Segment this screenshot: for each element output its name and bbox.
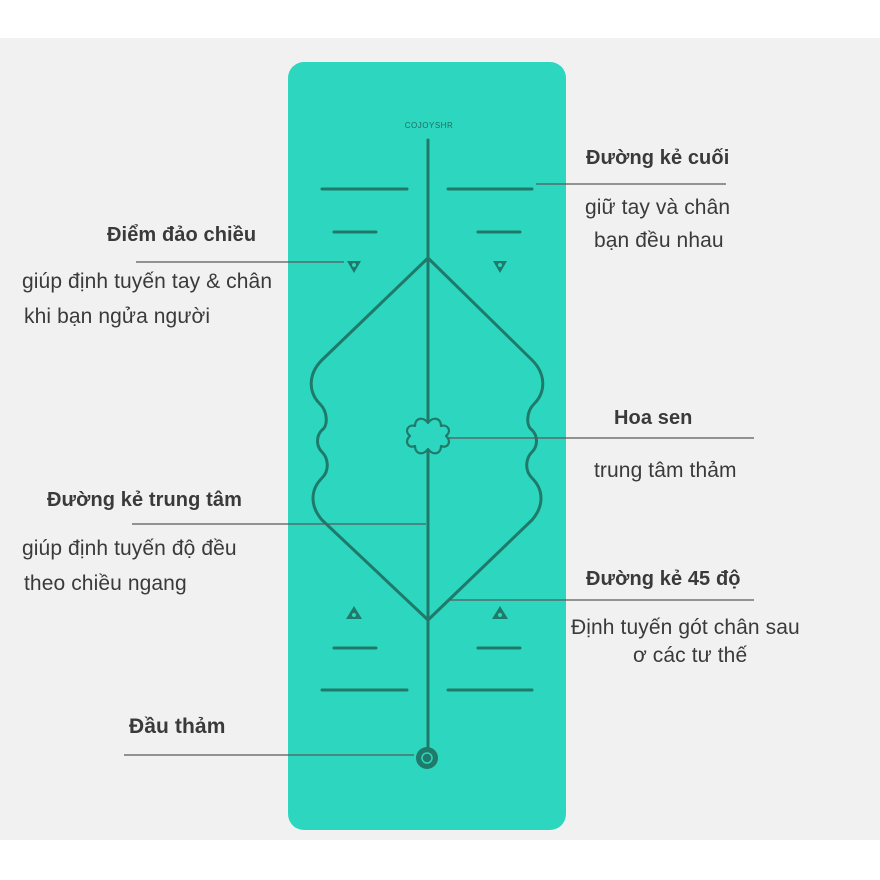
mat-head-title: Đầu thảm [129,715,226,738]
reverse-point-title: Điểm đảo chiều [107,224,257,246]
mat-head-logo [416,747,438,769]
line-45-desc-1: Định tuyến gót chân sau [571,616,800,639]
marker-hole [498,263,502,267]
alignment-diamond [309,256,545,622]
center-line-desc-2: theo chiều ngang [24,572,187,595]
end-line-desc-1: giữ tay và chân [585,196,731,219]
heel-marker-left [346,606,362,619]
mat-head-logo-inner [421,752,433,764]
lotus-title: Hoa sen [614,407,693,429]
heel-marker-right [492,606,508,619]
brand-logo: COJOYSHR [404,121,454,130]
reverse-point-desc-2: khi bạn ngửa người [24,305,211,328]
lotus-desc-1: trung tâm thảm [594,459,737,482]
line-45-desc-2: ơ các tư thế [633,644,748,667]
line-45-title: Đường kẻ 45 độ [586,568,741,590]
lotus-flower [406,417,450,455]
end-line-title: Đường kẻ cuối [586,147,730,169]
reverse-point-desc-1: giúp định tuyến tay & chân [22,270,273,293]
marker-hole [352,263,356,267]
center-line-desc-1: giúp định tuyến độ đều [22,537,237,560]
center-line-title: Đường kẻ trung tâm [47,489,242,511]
end-line-desc-2: bạn đều nhau [594,229,724,252]
marker-hole [352,613,356,617]
marker-hole [498,613,502,617]
